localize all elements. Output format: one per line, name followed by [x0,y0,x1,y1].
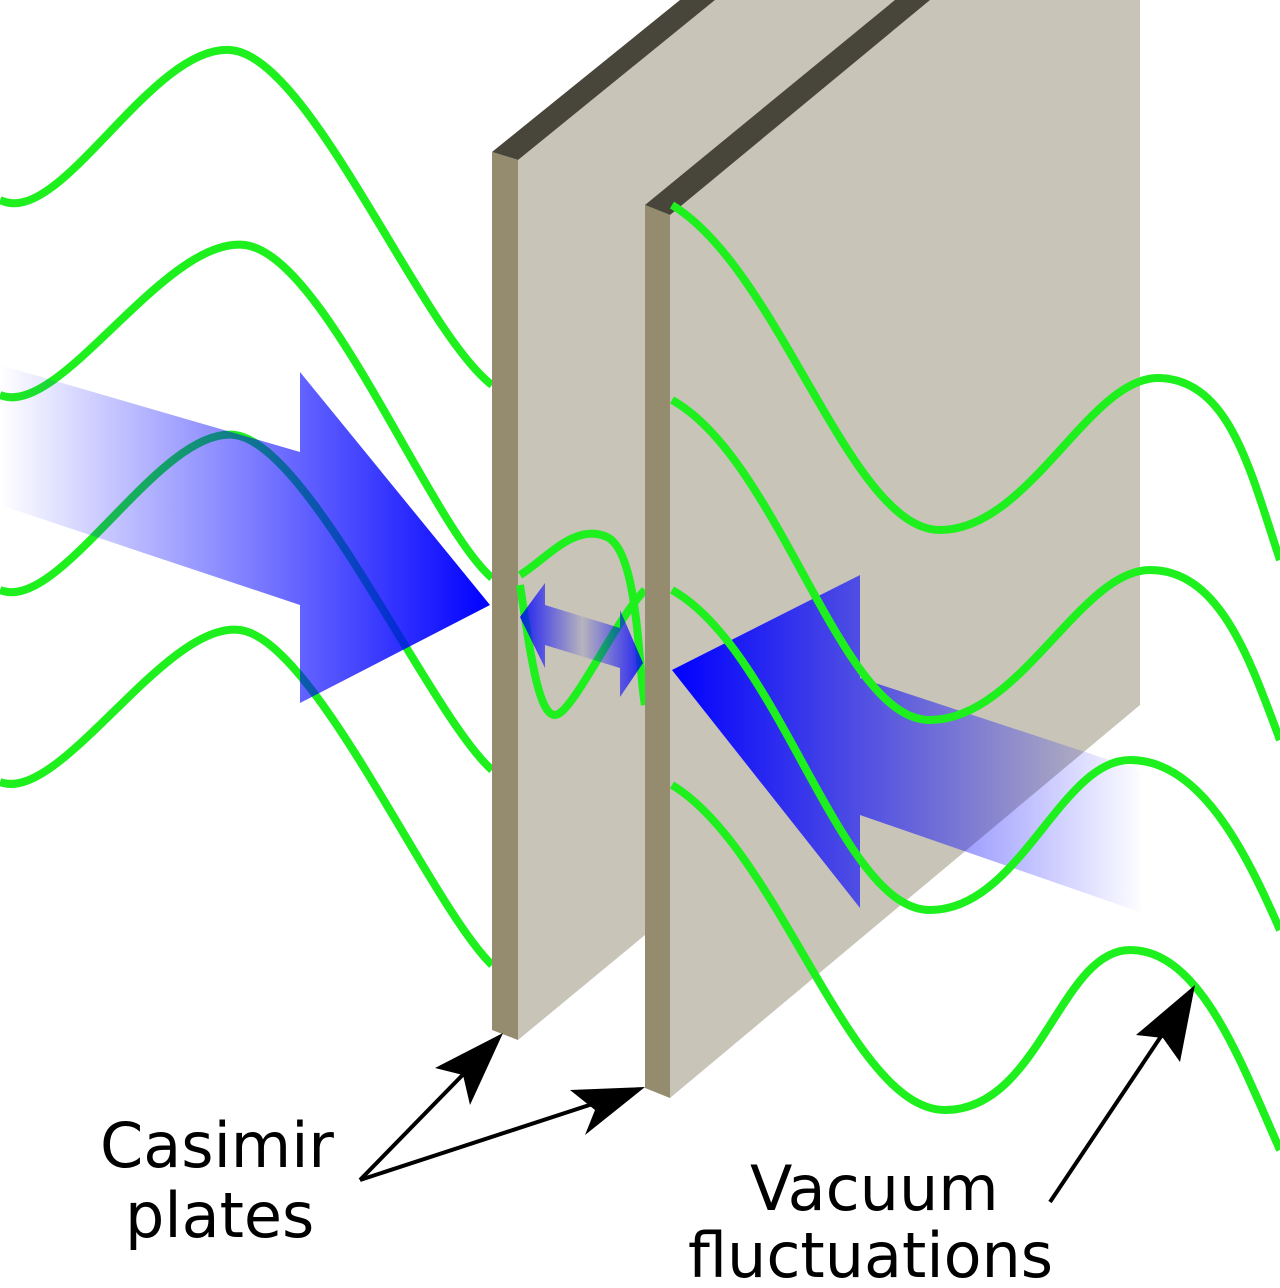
plate-right-top [645,0,930,215]
plate-left-top [492,0,715,160]
label-pointers [358,985,1195,1204]
plate-right-face [670,0,1140,1098]
pressure-arrow-right [672,575,1140,912]
attraction-double-arrow [520,583,643,697]
wave-left-4 [0,625,495,968]
label-fluctuations: fluctuations [688,1219,1054,1288]
pointer-line-vacuum [1048,1006,1182,1204]
casimir-plate-right [645,0,1140,1098]
arrowhead-plate-right [570,1087,645,1135]
label-plates: plates [125,1179,315,1252]
wave-right-1 [669,201,1280,562]
wave-right-3 [670,586,1280,932]
arrowhead-plate-left [435,1033,503,1105]
wave-right-4 [669,781,1280,1152]
plate-left-edge [492,152,518,1040]
label-vacuum: Vacuum [750,1152,999,1225]
right-waves [669,201,1280,1152]
label-casimir: Casimir [100,1109,334,1182]
pointer-line-plate-right [359,1093,621,1182]
arrowhead-vacuum [1136,985,1195,1062]
wave-right-2 [670,396,1280,742]
plate-right-edge [645,205,670,1098]
wave-left-1 [0,45,495,389]
pressure-arrow-left [0,365,490,703]
wave-left-2 [0,240,495,582]
